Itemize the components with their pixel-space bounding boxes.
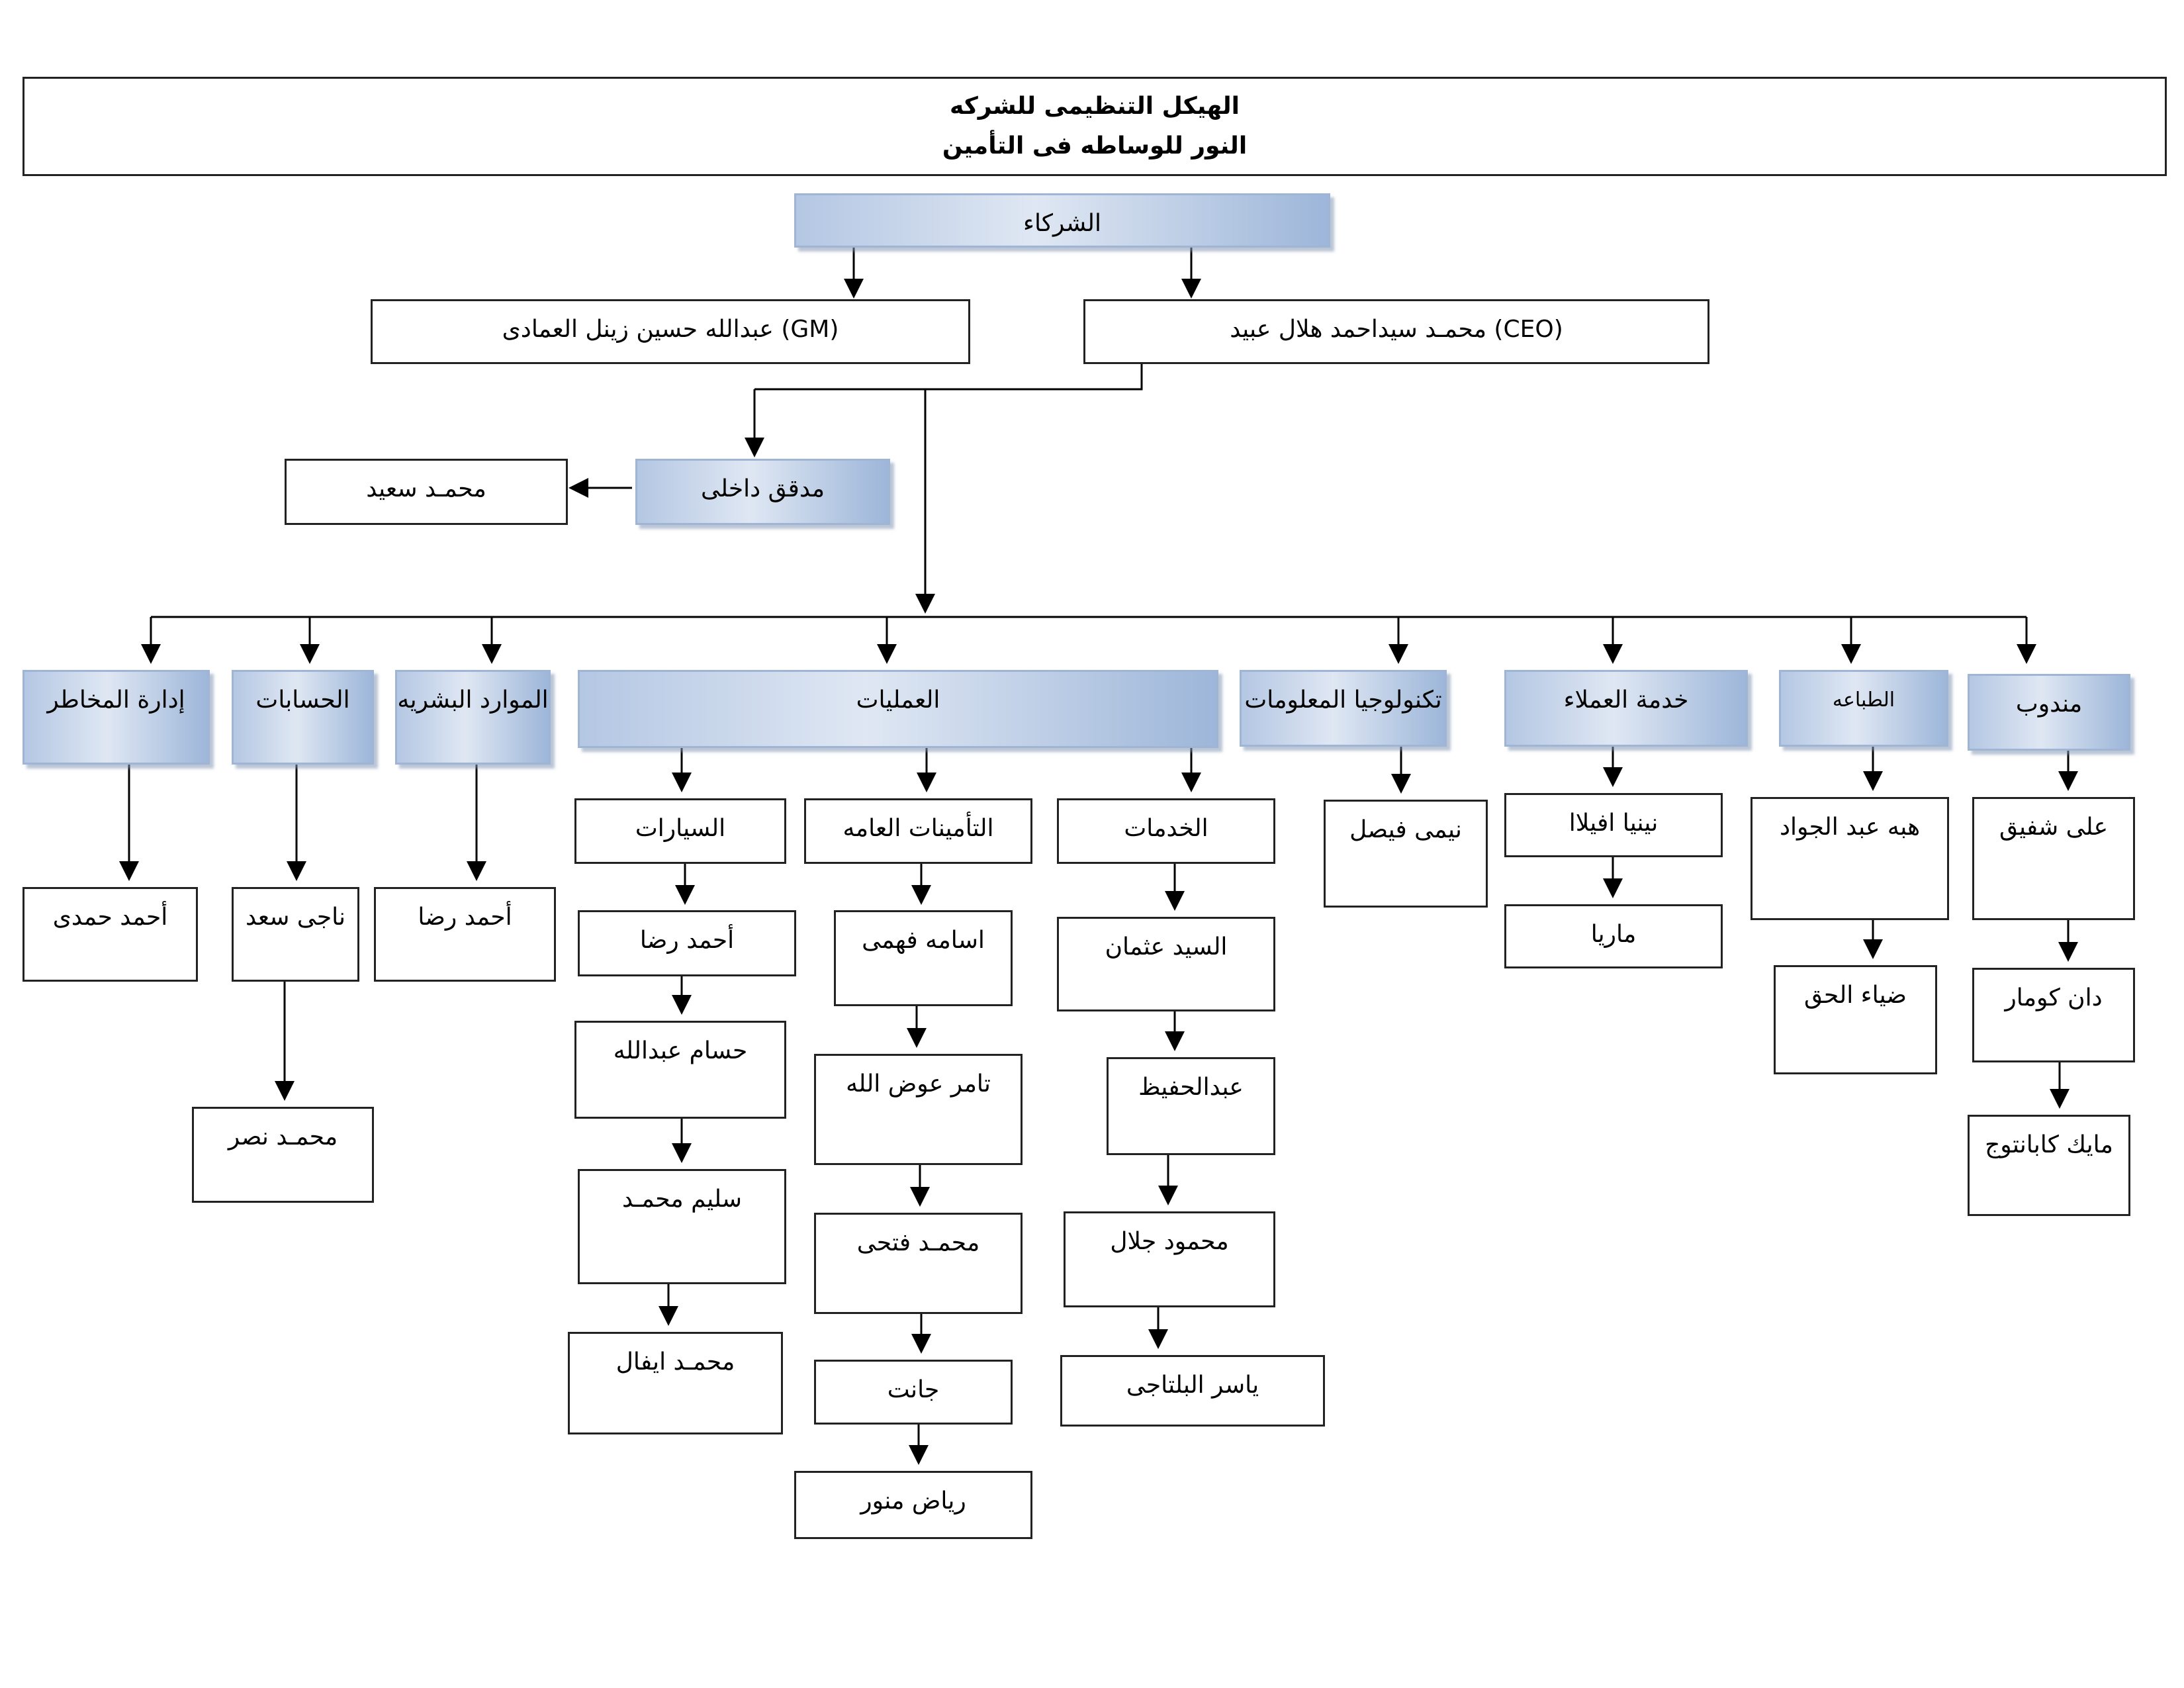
person-cars-2: حسام عبدالله [574,1021,786,1119]
person-cars-4: محمـد ايفال [568,1332,783,1434]
person-printing-2: ضياء الحق [1774,965,1937,1074]
node-ceo: (CEO) محمـد سيداحمد هلال عبيد [1083,299,1709,364]
person-rep-2: دان كومار [1972,968,2135,1062]
subdept-cars: السيارات [574,798,786,864]
node-partners: الشركاء [794,193,1330,248]
person-general-2: تامر عوض الله [814,1054,1023,1165]
person-services-3: محمود جلال [1064,1211,1275,1307]
person-services-1: السيد عثمان [1057,917,1275,1011]
dept-representative: مندوب [1968,674,2130,751]
person-cs-1: نينيا افيلاا [1504,793,1723,857]
person-general-4: جانت [814,1360,1013,1425]
person-accounts-1: ناجى سعد [232,887,359,982]
subdept-services: الخدمات [1057,798,1275,864]
dept-it: تكنولوجيا المعلومات [1240,670,1447,747]
person-cars-3: سليم محمـد [578,1169,786,1284]
person-general-3: محمـد فتحى [814,1213,1023,1314]
person-services-4: ياسر البلتاجى [1060,1355,1325,1427]
person-general-1: اسامه فهمى [834,910,1013,1006]
node-auditor-person: محمـد سعيد [285,459,568,525]
chart-title-box: الهيكل التنظيمى للشركه النور للوساطه فى … [23,77,2167,176]
dept-risk-management: إدارة المخاطر [23,670,210,765]
dept-operations: العمليات [578,670,1218,748]
person-it-1: نيمى فيصل [1324,800,1488,908]
person-rep-3: مايك كابانتوج [1968,1115,2130,1216]
company-name: النور للوساطه فى التأمين [942,132,1248,160]
person-general-5: رياض منور [794,1471,1032,1539]
node-gm: (GM) عبدالله حسين زينل العمادى [371,299,970,364]
connector-ceo-merge [754,364,1143,391]
dept-customer-service: خدمة العملاء [1504,670,1748,747]
person-cars-1: أحمد رضا [578,910,796,976]
person-services-2: عبدالحفيظ [1107,1057,1275,1155]
person-hr-1: أحمد رضا [374,887,556,982]
chart-title: الهيكل التنظيمى للشركه [949,93,1240,120]
dept-printing: الطباعه [1779,670,1948,747]
person-accounts-2: محمـد نصر [192,1107,374,1203]
dept-human-resources: الموارد البشريه [395,670,551,765]
person-printing-1: هبه عبد الجواد [1751,797,1949,920]
node-internal-auditor: مدقق داخلى [635,459,890,525]
person-rep-1: على شفيق [1972,797,2135,920]
subdept-general-insurance: التأمينات العامه [804,798,1032,864]
person-cs-2: ماريا [1504,904,1723,968]
dept-accounts: الحسابات [232,670,374,765]
person-risk-1: أحمد حمدى [23,887,198,982]
